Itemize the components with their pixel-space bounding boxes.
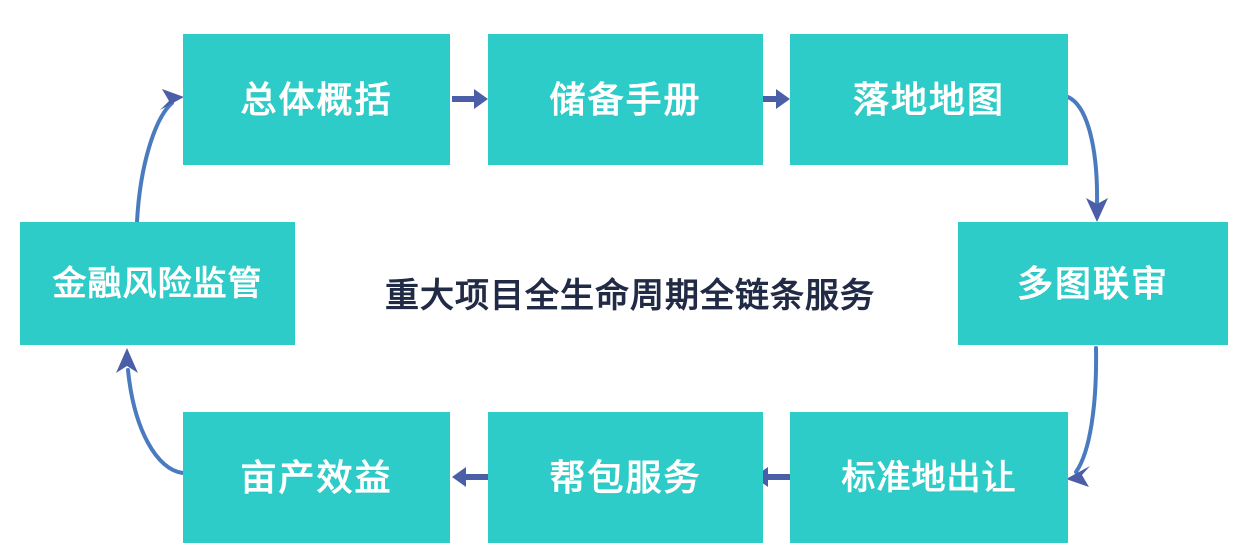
node-package-service-label: 帮包服务 [549, 456, 702, 498]
node-financial-risk-label: 金融风险监管 [52, 264, 263, 303]
connector-landing-map-to-multi-review [1066, 95, 1108, 222]
node-financial-risk[interactable]: 金融风险监管 [20, 222, 295, 345]
node-overview-label: 总体概括 [240, 78, 393, 120]
node-reserve-manual[interactable]: 储备手册 [488, 34, 763, 165]
node-package-service[interactable]: 帮包服务 [488, 412, 763, 543]
node-overview[interactable]: 总体概括 [183, 34, 450, 165]
node-standard-land[interactable]: 标准地出让 [790, 412, 1068, 543]
connector-multi-review-to-standard [1066, 346, 1099, 487]
node-standard-land-label: 标准地出让 [841, 458, 1017, 497]
connector-financial-risk-to-overview [135, 89, 184, 224]
connector-standard-to-package [754, 467, 790, 487]
connector-overview-to-reserve [452, 89, 488, 109]
node-yield-benefit-label: 亩产效益 [240, 456, 393, 498]
node-multi-map-review[interactable]: 多图联审 [958, 222, 1228, 345]
node-reserve-manual-label: 储备手册 [549, 78, 702, 120]
connector-yield-to-financial-risk [116, 348, 185, 475]
node-landing-map-label: 落地地图 [852, 78, 1005, 120]
node-yield-benefit[interactable]: 亩产效益 [183, 412, 450, 543]
connector-package-to-yield [452, 467, 488, 487]
connector-reserve-to-landing-map [754, 89, 790, 109]
node-landing-map[interactable]: 落地地图 [790, 34, 1068, 165]
node-multi-map-review-label: 多图联审 [1016, 262, 1169, 304]
center-title: 重大项目全生命周期全链条服务 [385, 277, 875, 315]
